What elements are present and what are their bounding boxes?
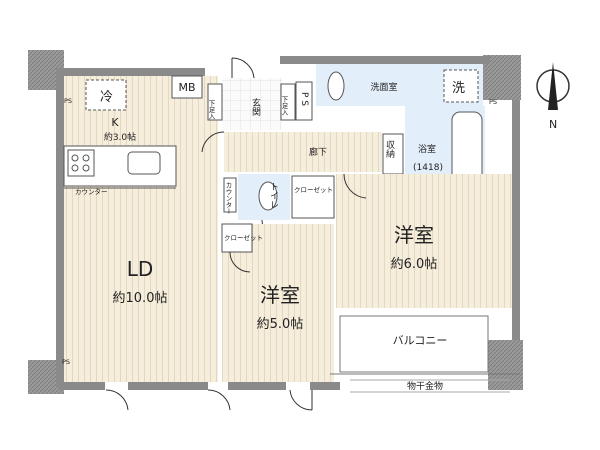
closet-big-box	[291, 175, 335, 219]
entrance-floor	[222, 78, 282, 130]
shoe-box-right	[280, 83, 296, 121]
ld-size: 約10.0帖	[113, 291, 168, 306]
balcony-label: バルコニー	[393, 334, 448, 347]
compass-label: N	[549, 118, 557, 131]
corridor-floor	[224, 132, 382, 172]
shoe-right-label: 下足入	[280, 96, 288, 116]
ld-window-door	[105, 389, 231, 411]
entrance-door	[231, 57, 255, 79]
washer-label: 洗	[452, 81, 465, 96]
kitchen-name: K	[111, 116, 119, 129]
ps-left-label: PS	[64, 97, 72, 105]
mb-box	[171, 75, 203, 99]
shoe-left-label: 下足入	[207, 100, 215, 120]
toilet-counter	[223, 177, 237, 213]
mb-label: MB	[178, 81, 195, 94]
corridor-door-left	[201, 131, 225, 153]
western-room-1-floor	[336, 174, 512, 308]
fridge-space	[85, 79, 127, 111]
kitchen-counter	[63, 145, 177, 189]
clothes-rack-label: 物干金物	[407, 380, 443, 392]
shoe-box-left	[207, 83, 223, 121]
bathtub	[451, 111, 483, 183]
washbasin	[327, 71, 345, 101]
compass-icon	[536, 62, 570, 110]
counter-kitchen-label: カウンター	[75, 187, 108, 196]
storage-label: 収納	[384, 139, 395, 159]
western2-window-door	[289, 389, 313, 411]
counter-small-label: カウンター	[224, 182, 232, 215]
bath-label: 浴室	[418, 143, 436, 155]
washer-space	[443, 69, 479, 103]
western1-door	[343, 173, 367, 199]
western-room-2-name: 洋室	[260, 283, 300, 307]
washroom-label: 洗面室	[370, 81, 397, 93]
balcony-floor	[339, 315, 489, 373]
western-room-2-size: 約5.0帖	[257, 317, 304, 332]
bath-size: (1418)	[413, 163, 443, 173]
toilet-label: トイレ	[268, 182, 279, 209]
ps-center-label: P S	[299, 92, 309, 106]
ld-name: LD	[127, 257, 154, 281]
fridge-label: 冷	[100, 90, 113, 105]
ps-box-center	[295, 81, 313, 121]
ld-floor	[64, 76, 218, 382]
closet-small-label: クローゼット	[224, 233, 263, 242]
toilet-bowl	[258, 181, 278, 211]
ps-bottom-label: PS	[62, 358, 70, 366]
kitchen-size: 約3.0帖	[104, 131, 136, 143]
western-room-1-size: 約6.0帖	[391, 257, 438, 272]
western-room-1-name: 洋室	[394, 223, 434, 247]
entrance-label: 玄関	[250, 97, 261, 117]
closet-small-box	[221, 223, 253, 253]
corridor-label: 廊下	[309, 146, 327, 158]
outer-walls	[28, 50, 523, 394]
ps-right-label: PS	[489, 98, 497, 106]
western2-door	[229, 251, 251, 273]
closet-big-label: クローゼット	[294, 185, 333, 194]
